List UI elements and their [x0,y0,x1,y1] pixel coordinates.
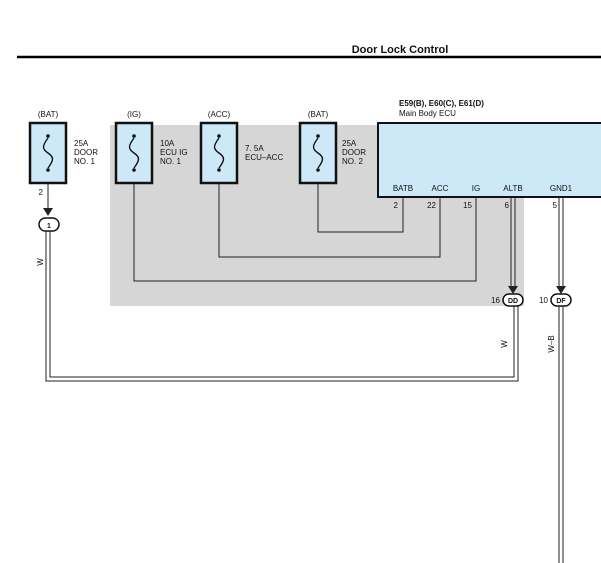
fuse4-source: (BAT) [308,110,329,119]
pin-num-ig: 15 [463,201,472,210]
fuse-door-no2: (BAT) 25A DOOR NO. 2 [298,110,366,185]
fuse4-line3: NO. 2 [342,157,363,166]
fuse2-line1: 10A [160,139,175,148]
fuse1-line3: NO. 1 [74,157,95,166]
dd-connector [502,293,524,307]
pin-label-batb: BATB [393,184,413,193]
fuse4-line2: DOOR [342,148,366,157]
ecu-connectors-label: E59(B), E60(C), E61(D) [399,99,484,108]
wire-w-loop [45,231,519,382]
fuse3-line1: 7. 5A [245,144,264,153]
pin-num-gnd1: 5 [553,201,558,210]
wire-label-df: W–B [547,335,556,352]
wire-label-left: W [36,258,45,266]
dd-arrow [508,286,518,294]
diagram-title: Door Lock Control [352,44,449,56]
fuse2-line3: NO. 1 [160,157,181,166]
pin-num-batb: 2 [394,201,399,210]
pin-label-acc: ACC [432,184,449,193]
wire-fuse2-ig [133,183,477,282]
junction-1 [38,217,60,232]
fuse1-source: (BAT) [38,110,59,119]
fuse2-line2: ECU IG [160,148,188,157]
wire-altb [510,197,516,290]
fuse1-line2: DOOR [74,148,98,157]
ecu-name-label: Main Body ECU [399,109,456,118]
fuse2-source: (IG) [127,110,141,119]
internal-wires [133,183,477,282]
fuse-ecu-acc: (ACC) 7. 5A ECU–ACC [199,110,283,185]
wire-fuse3-acc [218,183,441,258]
dd-pin-number: 16 [491,296,500,305]
pin-label-ig: IG [472,184,480,193]
junction-1-arrow [43,208,53,216]
wire-fuse4-batb [317,183,404,233]
ecu-box [377,122,601,198]
fuse4-line1: 25A [342,139,357,148]
pin-label-altb: ALTB [503,184,522,193]
df-connector [550,293,572,307]
df-arrow [556,286,566,294]
fuse1-pin-number: 2 [39,188,44,197]
fuse-ecu-ig-no1: (IG) 10A ECU IG NO. 1 [114,110,188,185]
wire-wb [558,306,564,563]
fuse3-source: (ACC) [208,110,231,119]
wire-gnd1 [558,197,564,290]
dd-connector-label: DD [508,298,518,305]
wire-label-dd: W [500,340,509,348]
fuse3-line2: ECU–ACC [245,153,283,162]
fuse-door-no1: (BAT) 25A DOOR NO. 1 [28,110,98,185]
pin-num-altb: 6 [505,201,510,210]
junction-1-label: 1 [47,223,51,230]
pin-num-acc: 22 [427,201,436,210]
df-connector-label: DF [556,298,566,305]
pin-label-gnd1: GND1 [550,184,573,193]
df-pin-number: 10 [539,296,548,305]
fuse1-line1: 25A [74,139,89,148]
